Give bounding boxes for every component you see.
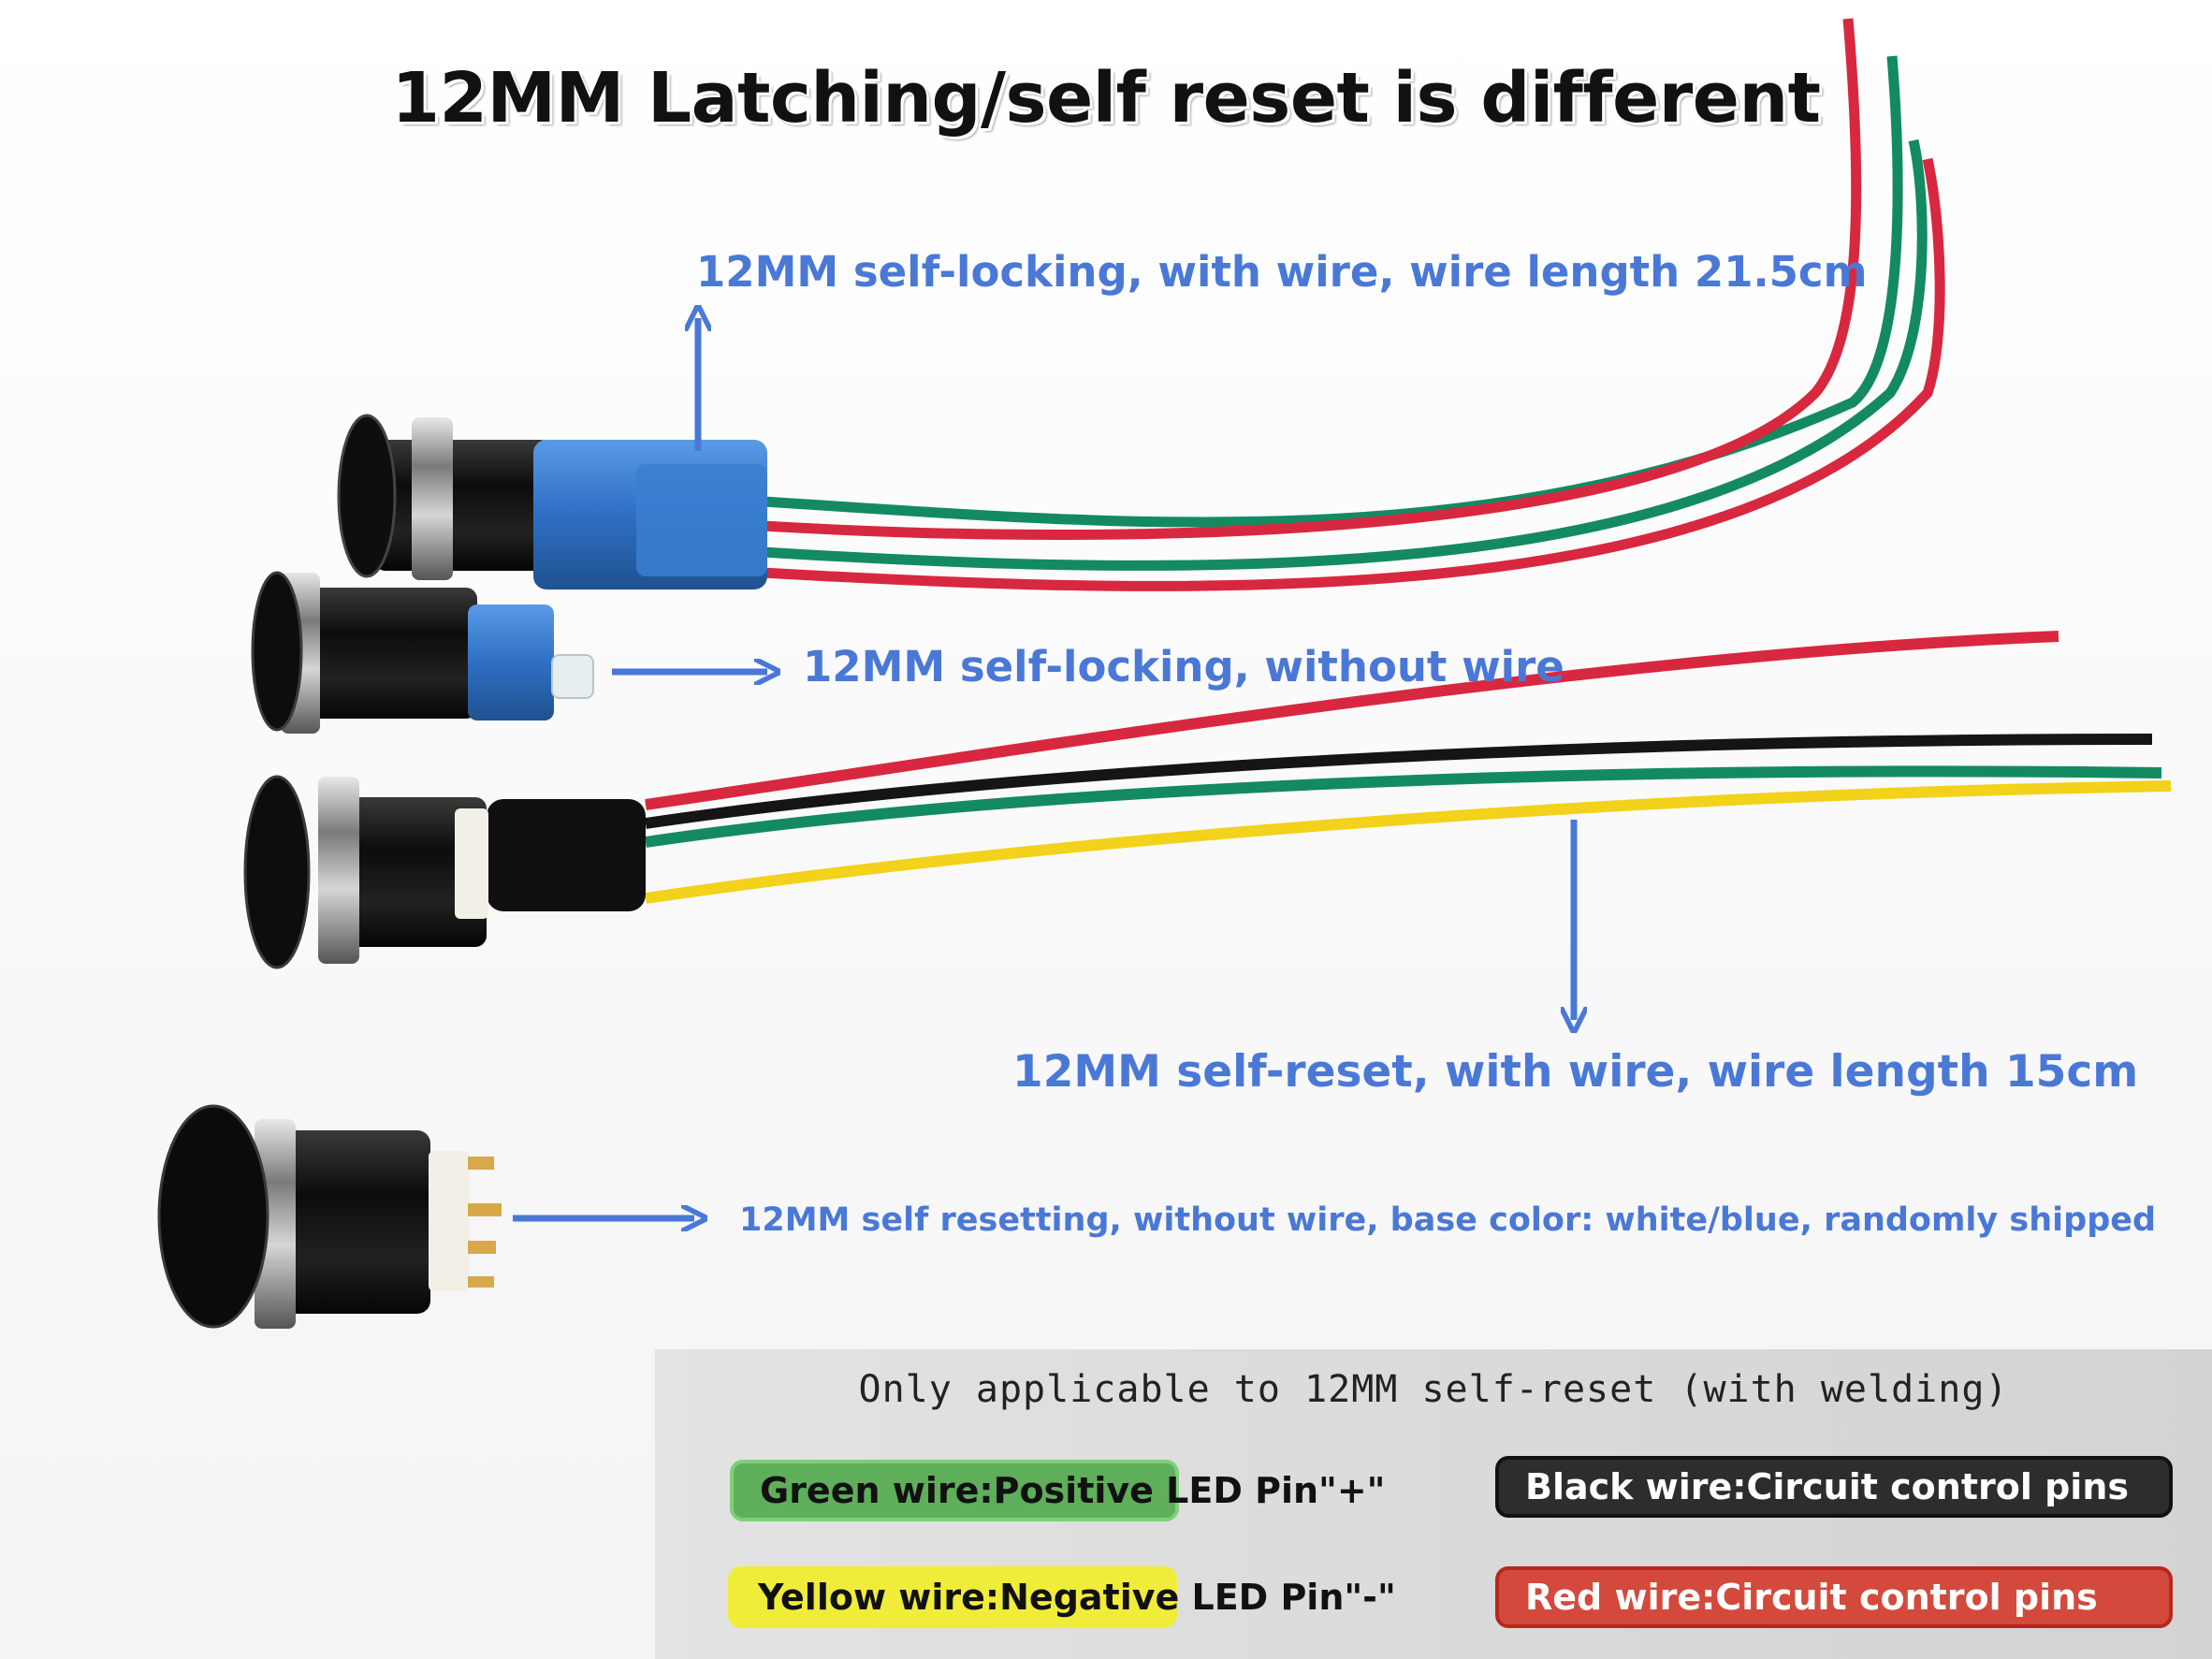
top-red-wire-2 [762,157,1945,591]
label-wired-self-locking: 12MM self-locking, with wire, wire lengt… [696,247,1868,297]
red-wire-legend: Red wire:Circuit control pins [1495,1566,2173,1628]
bottom-threaded-body [318,797,487,947]
yellow-wire-legend: Yellow wire:Negative LED Pin"-" [728,1566,1396,1628]
fourth-pin-3 [468,1241,496,1254]
wired-self-locking-switch [337,18,1945,591]
fourth-base [429,1151,470,1291]
second-blue-base [468,604,554,720]
fourth-threaded-body [262,1130,430,1314]
bottom-black-wire [645,734,2153,829]
unwired-self-locking-switch [251,571,594,734]
second-threaded-body [281,588,477,719]
label-unwired-self-reset: 12MM self resetting, without wire, base … [739,1201,2157,1239]
bottom-heatshrink [487,799,646,911]
label-unwired-self-locking: 12MM self-locking, without wire [803,642,1564,691]
wire-legend-panel: Only applicable to 12MM self-reset (with… [655,1349,2212,1659]
fourth-pin-1 [468,1157,494,1170]
fourth-nut [255,1119,296,1329]
fourth-pin-4 [468,1276,494,1288]
unwired-self-reset-switch [157,1104,502,1329]
page-title: 12MM Latching/self reset is different [391,58,1821,138]
bottom-green-wire [645,765,2162,848]
legend-title: Only applicable to 12MM self-reset (with… [858,1368,2009,1411]
top-green-wire-2 [762,138,1928,571]
top-red-wire-1 [762,18,1862,540]
second-button-cap [251,571,303,732]
bottom-button-cap [243,775,311,969]
top-threaded-body [374,440,552,571]
black-wire-legend: Black wire:Circuit control pins [1495,1456,2173,1518]
wired-self-reset-switch [243,631,2172,969]
bottom-red-wire [645,631,2059,810]
second-pins [551,654,594,699]
fourth-pin-2 [468,1203,502,1216]
bottom-nut [318,777,359,964]
bottom-white-ring [455,808,488,919]
top-button-cap [337,414,397,578]
label-wired-self-reset: 12MM self-reset, with wire, wire length … [1012,1046,2139,1098]
top-blue-connector-block [636,464,767,576]
fourth-button-cap [157,1104,269,1329]
bottom-yellow-wire [645,780,2172,904]
top-nut [412,417,453,580]
green-wire-legend: Green wire:Positive LED Pin"+" [730,1460,1385,1521]
